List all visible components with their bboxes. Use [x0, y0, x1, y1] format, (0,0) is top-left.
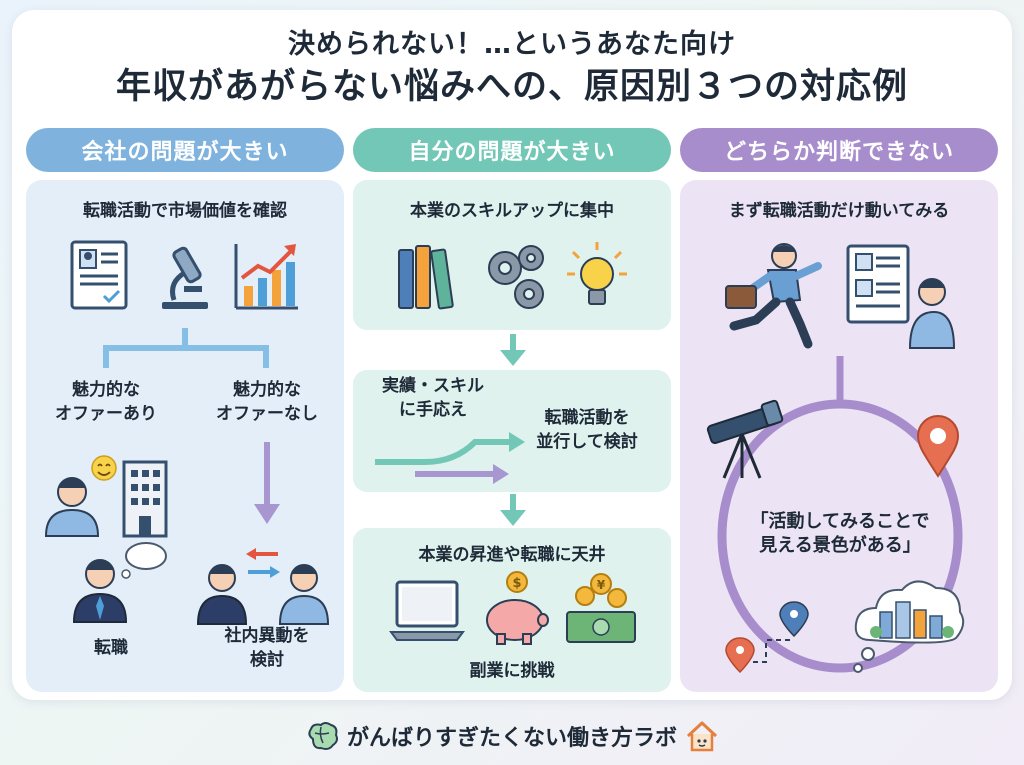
- subtitle-company: 転職活動で市場価値を確認: [83, 201, 287, 221]
- reviewing-resume-icon: [846, 244, 956, 349]
- down-arrow-right: [254, 442, 280, 524]
- telescope-icon: [706, 399, 784, 479]
- svg-text:¥: ¥: [597, 578, 606, 592]
- route-pins: [725, 601, 809, 674]
- footer: がんばりすぎたくない働き方ラボ: [0, 716, 1024, 756]
- result-label-internal-transfer: 社内異動を 検討: [224, 626, 310, 670]
- step2-right-label: 転職活動を 並行して検討: [536, 408, 638, 452]
- column-body-unsure: まず転職活動だけ動いてみる: [680, 180, 998, 692]
- column-company: 会社の問題が大きい 転職活動で市場価値を確認: [26, 128, 344, 694]
- city-dream-cloud-icon: [853, 580, 965, 673]
- step1-label: 本業のスキルアップに集中: [410, 201, 614, 221]
- title-line-2: 年収があがらない悩みへの、原因別３つの対応例: [115, 67, 908, 107]
- quote-text: 「活動してみることで 見える景色がある」: [750, 511, 930, 556]
- house-icon: [686, 721, 718, 752]
- businessman-thinking-icon: [72, 542, 167, 623]
- down-arrow-1: [500, 334, 526, 366]
- svg-text:$: $: [512, 576, 521, 591]
- happy-person-icon: [44, 455, 117, 537]
- step2-left-label: 実績・スキル に手応え: [382, 376, 484, 420]
- column-body-company: 転職活動で市場価値を確認: [26, 180, 344, 692]
- gears-icon: [488, 245, 544, 309]
- title-line-1: 決められない！…というあなた向け: [288, 29, 736, 60]
- journey-ring: [717, 356, 963, 673]
- column-header-unsure: どちらか判断できない: [680, 128, 998, 172]
- growth-chart-icon: [234, 244, 298, 310]
- column-header-company: 会社の問題が大きい: [26, 128, 344, 172]
- office-building-icon: [122, 460, 168, 538]
- brain-icon: [308, 722, 338, 750]
- step3-label: 本業の昇進や転職に天井: [418, 545, 606, 565]
- step-box-parallel: 実績・スキル に手応え 転職活動を 並行して検討: [353, 370, 671, 492]
- column-unsure: どちらか判断できない まず転職活動だけ動いてみる: [680, 128, 998, 694]
- result-label-job-change: 転職: [94, 638, 128, 658]
- map-pin-icon: [916, 415, 960, 478]
- branch-label-offer-no: 魅力的な オファーなし: [216, 380, 318, 424]
- merge-arrows: [375, 432, 525, 484]
- microscope-icon: [162, 246, 208, 309]
- step3-caption: 副業に挑戦: [469, 661, 555, 681]
- resume-icon: [70, 240, 128, 310]
- books-icon: [398, 245, 454, 310]
- job-rotation-icon: [196, 548, 330, 625]
- column-self: 自分の問題が大きい 本業のスキルアップに集中: [353, 128, 671, 694]
- subtitle-unsure: まず転職活動だけ動いてみる: [728, 201, 950, 221]
- branch-label-offer-yes: 魅力的な オファーあり: [55, 380, 157, 424]
- laptop-icon: [389, 580, 465, 641]
- step-box-skillup: 本業のスキルアップに集中: [353, 180, 671, 330]
- lightbulb-icon: [567, 242, 627, 305]
- piggy-bank-icon: $: [486, 571, 549, 645]
- money-icon: ¥: [566, 573, 636, 643]
- running-businessman-icon: [725, 243, 822, 349]
- down-arrow-2: [500, 494, 526, 526]
- branch-connector: [103, 328, 269, 368]
- footer-brand: がんばりすぎたくない働き方ラボ: [346, 726, 677, 751]
- column-header-self: 自分の問題が大きい: [353, 128, 671, 172]
- step-box-side-job: 本業の昇進や転職に天井 $ ¥ 副業に挑戦: [353, 528, 671, 692]
